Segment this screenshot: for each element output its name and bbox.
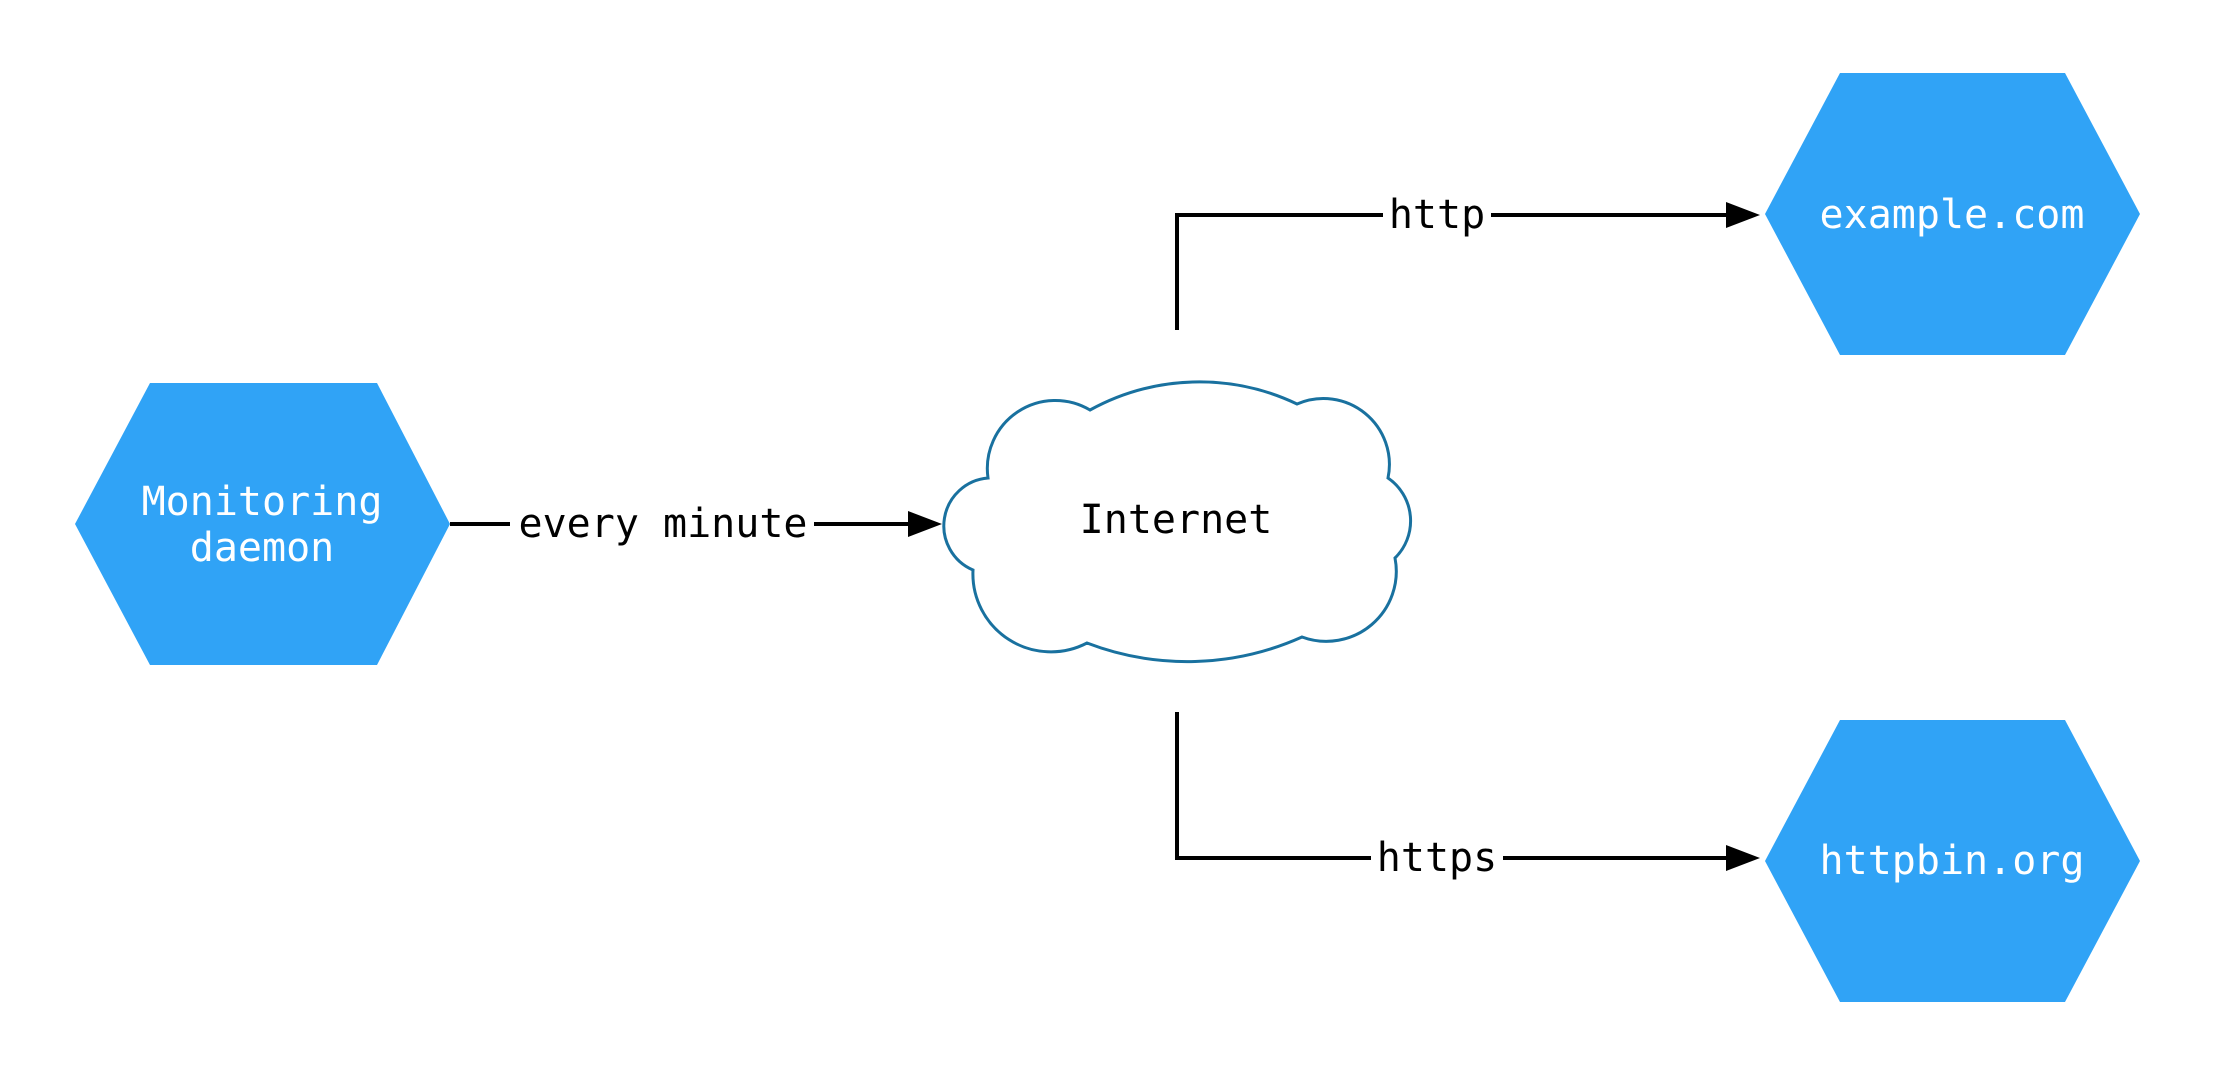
example-com-node: example.com: [1765, 73, 2140, 355]
http-arrowhead-icon: [1726, 202, 1760, 228]
example-com-label: example.com: [1820, 192, 2085, 238]
edge-http: http: [1175, 192, 1760, 330]
https-arrowhead-icon: [1726, 845, 1760, 871]
monitoring-daemon-label-line2: daemon: [190, 525, 335, 571]
monitoring-daemon-node: Monitoring daemon: [75, 383, 450, 665]
edge-https: https: [1175, 712, 1760, 881]
internet-node: Internet: [942, 380, 1413, 664]
edge-every-minute: every minute: [450, 501, 942, 547]
httpbin-org-node: httpbin.org: [1765, 720, 2140, 1002]
http-label: http: [1389, 192, 1485, 238]
every-minute-arrowhead-icon: [908, 511, 942, 537]
https-label: https: [1377, 835, 1497, 881]
https-elbow-line: [1175, 712, 1371, 860]
httpbin-org-label: httpbin.org: [1820, 838, 2085, 884]
every-minute-label: every minute: [519, 501, 808, 547]
monitoring-daemon-hexagon: [75, 383, 450, 665]
httpbin-org-hexagon: [1765, 720, 2140, 1002]
http-elbow-line: [1175, 213, 1383, 330]
internet-label: Internet: [1080, 497, 1273, 543]
internet-cloud-shape: [942, 380, 1413, 664]
example-com-hexagon: [1765, 73, 2140, 355]
monitoring-daemon-label-line1: Monitoring: [142, 479, 383, 525]
